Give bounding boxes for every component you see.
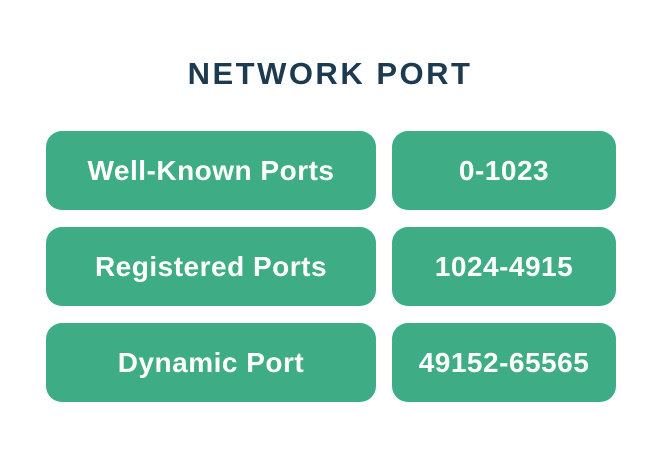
port-range-box-dynamic: 49152-65565 [392,323,616,402]
port-category-box-dynamic: Dynamic Port [46,323,376,402]
port-range-box-registered: 1024-4915 [392,227,616,306]
port-category-box-registered: Registered Ports [46,227,376,306]
port-table: Well-Known Ports 0-1023 Registered Ports… [46,131,616,402]
port-range-box-well-known: 0-1023 [392,131,616,210]
port-category-box-well-known: Well-Known Ports [46,131,376,210]
page-title: NETWORK PORT [187,56,473,91]
